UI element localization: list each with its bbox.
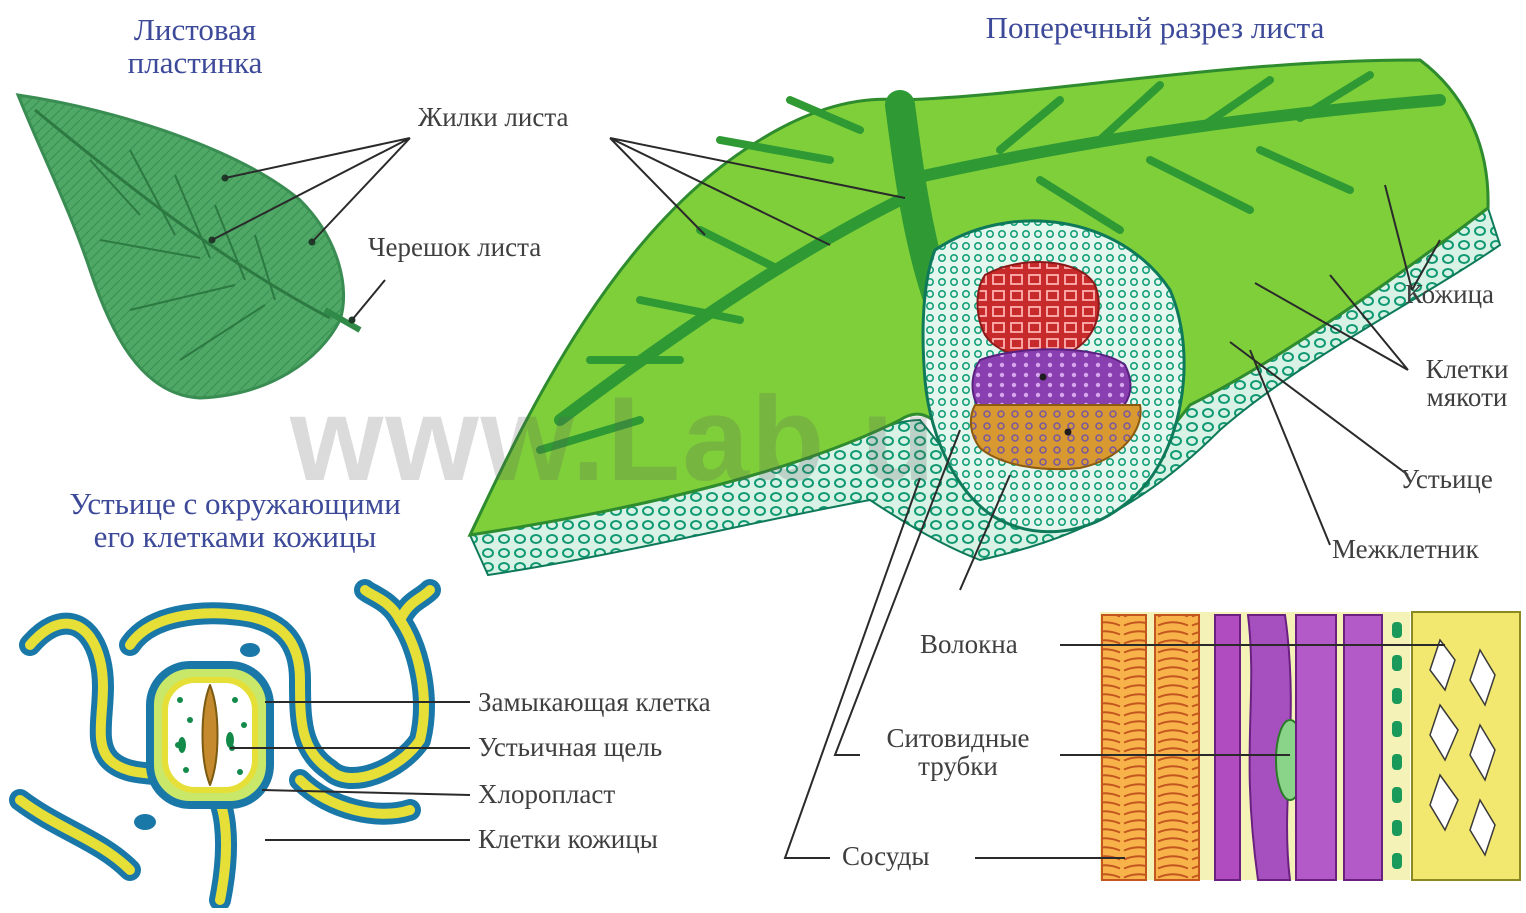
label-chloroplast: Хлоропласт bbox=[478, 780, 615, 808]
label-sieve-tubes: Ситовидные трубки bbox=[858, 724, 1058, 781]
stoma-drawing bbox=[20, 590, 430, 900]
label-epidermal-cells: Клетки кожицы bbox=[478, 825, 658, 853]
label-fibers: Волокна bbox=[920, 630, 1018, 658]
title-stoma-with-cells: Устьице с окружающими его клетками кожиц… bbox=[20, 488, 450, 553]
label-intercellular: Межклетник bbox=[1332, 535, 1479, 563]
label-stomatal-slit: Устьичная щель bbox=[478, 733, 662, 761]
label-petiole: Черешок листа bbox=[368, 233, 541, 261]
label-mesophyll: Клетки мякоти bbox=[1408, 355, 1526, 412]
title-cross-section: Поперечный разрез листа bbox=[930, 12, 1380, 45]
title-leaf-blade: Листовая пластинка bbox=[95, 14, 295, 79]
label-stoma: Устьице bbox=[1400, 465, 1493, 493]
leaf-blade-drawing bbox=[18, 95, 360, 398]
label-vessels: Сосуды bbox=[842, 842, 930, 870]
label-epidermis: Кожица bbox=[1405, 280, 1494, 308]
label-guard-cell: Замыкающая клетка bbox=[478, 688, 711, 716]
label-veins: Жилки листа bbox=[418, 103, 568, 131]
vascular-tissue-drawing bbox=[1100, 612, 1520, 880]
